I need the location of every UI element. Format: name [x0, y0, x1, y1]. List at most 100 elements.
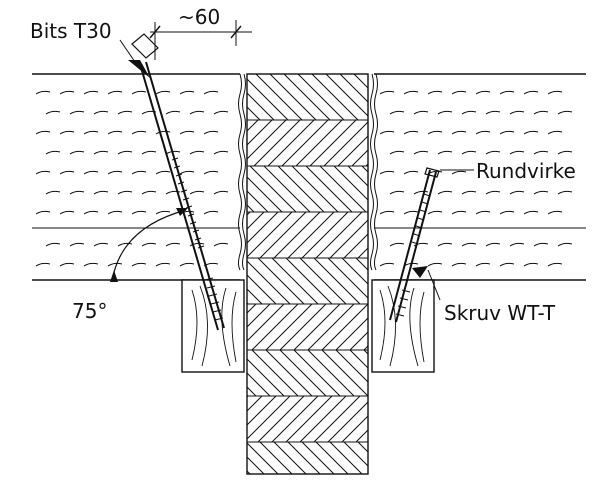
grain-dash: [93, 242, 109, 247]
grain-dash: [547, 130, 563, 135]
grain-dash: [155, 90, 171, 95]
left-beam-grain: [35, 90, 229, 267]
grain-dash: [523, 130, 539, 135]
grain-dash: [403, 130, 419, 135]
grain-dash: [379, 170, 395, 175]
grain-dash: [379, 210, 395, 215]
grain-dash: [45, 150, 61, 155]
grain-dash: [389, 150, 405, 155]
grain-dash: [93, 190, 109, 195]
grain-dash: [379, 90, 395, 95]
angle-arrowhead-bottom-icon: [110, 270, 118, 282]
grain-dash: [427, 130, 443, 135]
grain-dash: [451, 262, 467, 267]
grain-dash: [499, 210, 515, 215]
grain-dash: [509, 150, 525, 155]
angle-arc: [110, 208, 188, 283]
left-screw: [128, 33, 225, 331]
grain-dash: [189, 150, 205, 155]
grain-dash: [69, 150, 85, 155]
grain-dash: [179, 170, 195, 175]
grain-dash: [413, 242, 429, 247]
grain-dash: [203, 90, 219, 95]
left-beam: [32, 73, 246, 281]
grain-dash: [403, 210, 419, 215]
grain-dash: [203, 210, 219, 215]
grain-dash: [379, 262, 395, 267]
grain-dash: [117, 242, 133, 247]
grain-dash: [427, 262, 443, 267]
grain-dash: [413, 110, 429, 115]
grain-dash: [83, 210, 99, 215]
angle-label: 75°: [72, 299, 107, 323]
grain-dash: [451, 130, 467, 135]
grain-dash: [117, 150, 133, 155]
grain-dash: [403, 170, 419, 175]
grain-dash: [155, 130, 171, 135]
grain-dash: [69, 110, 85, 115]
grain-dash: [83, 90, 99, 95]
grain-dash: [461, 150, 477, 155]
grain-dash: [461, 190, 477, 195]
grain-dash: [107, 90, 123, 95]
right-screw-head-icon: [424, 167, 440, 178]
grain-dash: [155, 262, 171, 267]
grain-dash: [475, 130, 491, 135]
grain-dash: [165, 190, 181, 195]
grain-dash: [213, 110, 229, 115]
grain-dash: [547, 90, 563, 95]
grain-dash: [189, 190, 205, 195]
right-beam: [370, 73, 586, 281]
grain-dash: [475, 210, 491, 215]
grain-dash: [533, 150, 549, 155]
grain-dash: [141, 242, 157, 247]
screw-arrowhead-icon: [412, 266, 428, 278]
grain-dash: [413, 190, 429, 195]
grain-dash: [117, 190, 133, 195]
right-screw: [389, 167, 440, 323]
grain-dash: [131, 130, 147, 135]
screw-head-icon: [131, 33, 159, 59]
grain-dash: [59, 170, 75, 175]
grain-dash: [461, 242, 477, 247]
bits-leader: [119, 39, 136, 63]
grain-dash: [59, 90, 75, 95]
grain-dash: [461, 110, 477, 115]
grain-dash: [45, 110, 61, 115]
grain-dash: [499, 262, 515, 267]
grain-dash: [93, 150, 109, 155]
grain-dash: [509, 242, 525, 247]
grain-dash: [107, 262, 123, 267]
bits-label: Bits T30: [30, 19, 112, 43]
grain-dash: [35, 130, 51, 135]
grain-dash: [547, 210, 563, 215]
grain-dash: [485, 150, 501, 155]
grain-dash: [93, 110, 109, 115]
grain-dash: [389, 110, 405, 115]
grain-dash: [499, 130, 515, 135]
grain-dash: [451, 90, 467, 95]
grain-dash: [155, 210, 171, 215]
grain-dash: [547, 262, 563, 267]
grain-dash: [45, 190, 61, 195]
grain-dash: [107, 130, 123, 135]
grain-dash: [485, 242, 501, 247]
grain-dash: [179, 90, 195, 95]
screw-leader: [412, 266, 441, 301]
grain-dash: [437, 242, 453, 247]
right-beam-grain: [379, 90, 573, 267]
grain-dash: [69, 190, 85, 195]
grain-dash: [59, 130, 75, 135]
dimension-label: ~60: [178, 5, 220, 29]
grain-dash: [475, 90, 491, 95]
grain-dash: [131, 262, 147, 267]
grain-dash: [131, 170, 147, 175]
grain-dash: [509, 190, 525, 195]
grain-dash: [35, 210, 51, 215]
grain-dash: [141, 190, 157, 195]
grain-dash: [131, 210, 147, 215]
grain-dash: [403, 90, 419, 95]
grain-dash: [533, 242, 549, 247]
